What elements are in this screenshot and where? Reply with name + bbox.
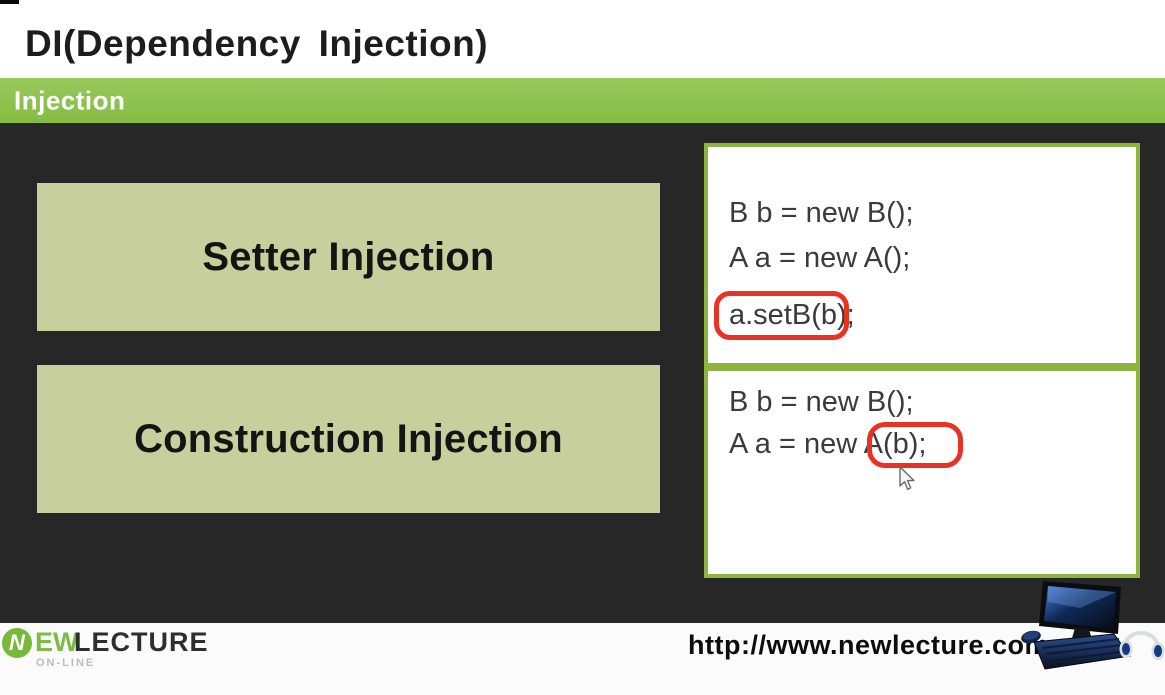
logo-text-ew: EW	[35, 627, 79, 657]
main-area: Setter Injection Construction Injection …	[0, 123, 1165, 623]
top-left-mark	[0, 0, 19, 4]
computer-workstation-icon	[1018, 577, 1165, 677]
highlight-box-construction	[867, 422, 963, 468]
construction-injection-label: Construction Injection	[134, 416, 563, 461]
construction-injection-box: Construction Injection	[37, 365, 660, 513]
logo-initial: N	[9, 630, 25, 655]
logo-text-lecture: LECTURE	[74, 627, 209, 657]
section-banner-label: Injection	[14, 85, 126, 115]
code-panel-setter: B b = new B(); A a = new A(); a.setB(b);	[704, 143, 1140, 367]
site-url: http://www.newlecture.com	[688, 630, 1050, 660]
code-line: B b = new B();	[729, 386, 914, 418]
mouse-cursor-icon	[898, 466, 916, 497]
setter-injection-label: Setter Injection	[202, 234, 495, 279]
code-line: B b = new B();	[729, 197, 914, 229]
logo-n-icon: N	[2, 628, 32, 658]
code-panel-construction: B b = new B(); A a = new A(b);	[704, 367, 1140, 578]
logo-text-online: ON-LINE	[36, 657, 96, 669]
page-title: DI(Dependency Injection)	[25, 23, 489, 64]
highlight-box-setter	[714, 291, 849, 340]
footer: N EW LECTURE ON-LINE http://www.newlectu…	[0, 623, 1165, 695]
section-banner: Injection	[0, 78, 1165, 123]
setter-injection-box: Setter Injection	[37, 183, 660, 331]
code-line: A a = new A();	[729, 242, 911, 274]
